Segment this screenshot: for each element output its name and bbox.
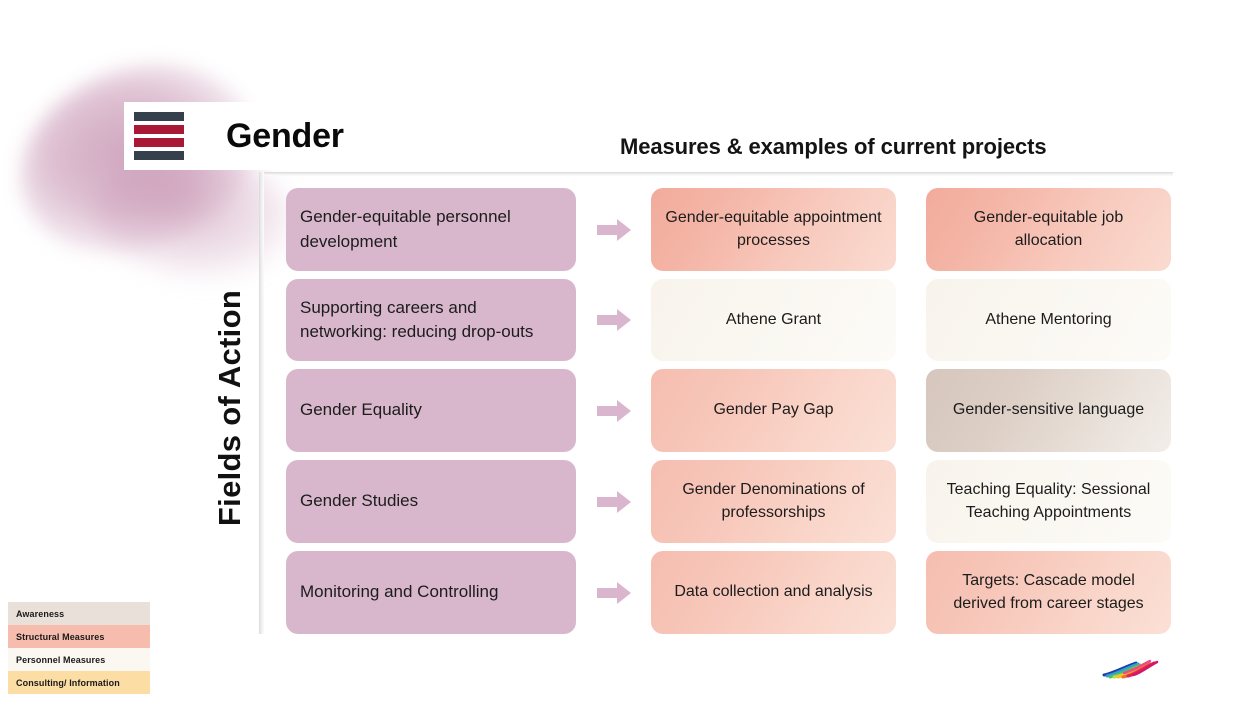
arrow-right-icon	[596, 309, 631, 331]
legend-item-structural-measures: Structural Measures	[8, 625, 150, 648]
measure-box: Teaching Equality: Sessional Teaching Ap…	[926, 460, 1171, 543]
legend: Awareness Structural Measures Personnel …	[8, 602, 150, 694]
logo-bar-navy-top	[134, 112, 184, 121]
column-gap	[896, 279, 926, 361]
logo-bar-red-upper	[134, 125, 184, 134]
measure-box: Gender-sensitive language	[926, 369, 1171, 452]
fields-of-action-label: Fields of Action	[212, 289, 247, 527]
title-plate: Gender	[194, 102, 370, 170]
measure-box: Athene Mentoring	[926, 279, 1171, 361]
measure-box: Gender Pay Gap	[651, 369, 896, 452]
field-of-action-box: Gender Studies	[286, 460, 576, 543]
axis-divider	[259, 172, 264, 634]
arrow-right-icon	[596, 399, 631, 422]
legend-item-awareness: Awareness	[8, 602, 150, 625]
measure-box: Targets: Cascade model derived from care…	[926, 551, 1171, 634]
arrow-right-icon	[596, 581, 631, 604]
rainbow-flourish-icon	[1102, 659, 1159, 679]
column-gap	[896, 369, 926, 452]
measures-matrix: Gender-equitable personnel development G…	[286, 188, 1174, 642]
measure-box: Athene Grant	[651, 279, 896, 361]
arrow-cell	[576, 369, 651, 452]
measure-box: Gender Denominations of professorships	[651, 460, 896, 543]
arrow-right-icon	[596, 490, 631, 513]
header-divider	[261, 172, 1173, 176]
field-of-action-box: Supporting careers and networking: reduc…	[286, 279, 576, 361]
institution-logo	[124, 102, 194, 170]
measures-header: Measures & examples of current projects	[620, 134, 1047, 159]
arrow-cell	[576, 551, 651, 634]
matrix-row: Supporting careers and networking: reduc…	[286, 279, 1174, 361]
logo-bar-red-lower	[134, 138, 184, 147]
legend-item-consulting-information: Consulting/ Information	[8, 671, 150, 694]
arrow-cell	[576, 188, 651, 271]
legend-item-personnel-measures: Personnel Measures	[8, 648, 150, 671]
matrix-row: Gender Studies Gender Denominations of p…	[286, 460, 1174, 543]
measure-box: Data collection and analysis	[651, 551, 896, 634]
arrow-right-icon	[596, 218, 631, 241]
field-of-action-box: Gender-equitable personnel development	[286, 188, 576, 271]
arrow-cell	[576, 279, 651, 361]
column-gap	[896, 188, 926, 271]
measure-box: Gender-equitable appointment processes	[651, 188, 896, 271]
column-gap	[896, 551, 926, 634]
page-title: Gender	[226, 116, 344, 155]
matrix-row: Gender Equality Gender Pay Gap Gender-se…	[286, 369, 1174, 452]
measure-box: Gender-equitable job allocation	[926, 188, 1171, 271]
field-of-action-box: Gender Equality	[286, 369, 576, 452]
matrix-row: Monitoring and Controlling Data collecti…	[286, 551, 1174, 634]
column-gap	[896, 460, 926, 543]
matrix-row: Gender-equitable personnel development G…	[286, 188, 1174, 271]
arrow-cell	[576, 460, 651, 543]
field-of-action-box: Monitoring and Controlling	[286, 551, 576, 634]
logo-bar-navy-bottom	[134, 151, 184, 160]
